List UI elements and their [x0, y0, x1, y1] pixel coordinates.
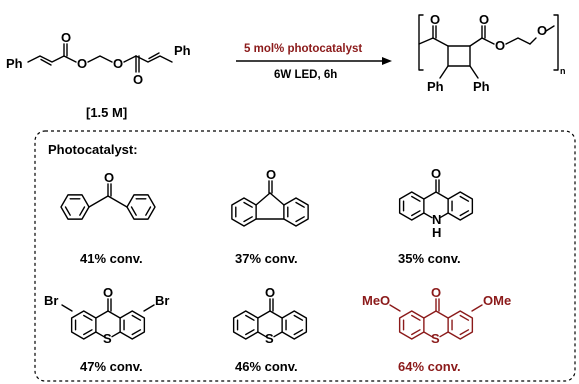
- bromine-left: Br: [44, 293, 58, 308]
- product-carbonyl-oxygen-1: O: [430, 12, 440, 27]
- acridone-hydrogen: H: [432, 225, 441, 240]
- product-polymer: n O O O O Ph Ph: [418, 12, 566, 94]
- product-phenyl-right: Ph: [473, 79, 490, 94]
- conditions-label: 6W LED, 6h: [274, 69, 337, 81]
- fluorenone-oxygen: O: [266, 167, 276, 182]
- conversion-benzophenone: 41% conv.: [80, 251, 143, 266]
- product-phenyl-left: Ph: [427, 79, 444, 94]
- catalyst-thioxanthone: O S: [234, 285, 307, 346]
- catalyst-fluorenone: O: [231, 167, 309, 227]
- catalyst-dibromothioxanthone: O S Br Br: [44, 285, 169, 346]
- thioxanthone-sulfur: S: [265, 331, 274, 346]
- concentration-label: [1.5 M]: [86, 105, 127, 120]
- benzophenone-oxygen: O: [104, 170, 114, 185]
- acridone-oxygen: O: [431, 166, 441, 181]
- catalyst-benzophenone: O: [60, 170, 156, 220]
- conversion-fluorenone: 37% conv.: [235, 251, 298, 266]
- dibromothioxanthone-sulfur: S: [103, 331, 112, 346]
- dimethoxythioxanthone-sulfur: S: [431, 331, 440, 346]
- ester-oxygen-left: O: [77, 56, 87, 71]
- product-ester-oxygen: O: [495, 38, 505, 53]
- arrow-head: [382, 57, 392, 65]
- phenyl-label-left: Ph: [6, 56, 23, 71]
- starting-material: Ph O O O O Ph: [6, 30, 191, 87]
- dibromothioxanthone-oxygen: O: [103, 285, 113, 300]
- conversion-dibromothioxanthone: 47% conv.: [80, 359, 143, 374]
- conversion-thioxanthone: 46% conv.: [235, 359, 298, 374]
- thioxanthone-oxygen: O: [265, 285, 275, 300]
- carbonyl-oxygen-right: O: [133, 72, 143, 87]
- bromine-right: Br: [155, 293, 169, 308]
- panel-title: Photocatalyst:: [48, 142, 138, 157]
- photocatalyst-panel: [34, 130, 576, 382]
- ester-oxygen-right: O: [113, 56, 123, 71]
- conversion-dimethoxythioxanthone: 64% conv.: [398, 359, 461, 374]
- acridone-nitrogen: N: [432, 212, 441, 227]
- product-carbonyl-oxygen-2: O: [479, 12, 489, 27]
- catalyst-acridone: O N H: [400, 166, 473, 240]
- catalyst-dimethoxythioxanthone: O S MeO OMe: [362, 285, 511, 346]
- repeat-unit-n: n: [560, 66, 566, 76]
- dimethoxythioxanthone-oxygen: O: [431, 285, 441, 300]
- carbonyl-oxygen-left: O: [61, 30, 71, 45]
- conversion-acridone: 35% conv.: [398, 251, 461, 266]
- methoxy-right: OMe: [483, 293, 511, 308]
- catalyst-loading-label: 5 mol% photocatalyst: [244, 43, 362, 55]
- methoxy-left: MeO: [362, 293, 390, 308]
- phenyl-label-right: Ph: [174, 43, 191, 58]
- product-ether-oxygen: O: [537, 23, 547, 38]
